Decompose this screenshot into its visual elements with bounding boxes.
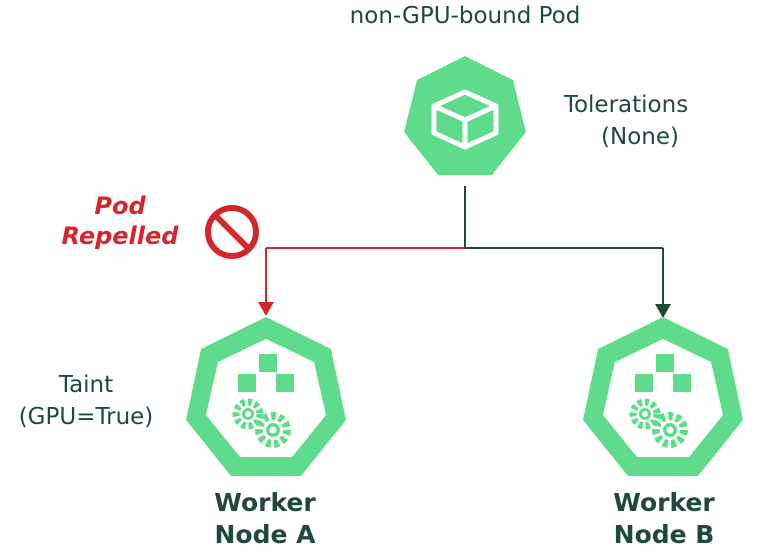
repelled-label-line1: Pod [94, 192, 146, 220]
gears-icon [629, 398, 688, 448]
worker-node-b-icon [583, 317, 743, 476]
repelled-label-line2: Repelled [62, 222, 180, 250]
tolerations-value: (None) [601, 124, 679, 150]
connectors [258, 186, 671, 318]
worker-node-b-label-line2: Node B [614, 520, 715, 549]
pod-title: non-GPU-bound Pod [350, 3, 581, 29]
tolerations-label: Tolerations [563, 92, 688, 118]
worker-node-a-icon [186, 317, 346, 476]
cube-icon [431, 89, 499, 150]
arrow-to-b [655, 304, 671, 318]
taint-label: Taint [58, 372, 113, 398]
taint-value: (GPU=True) [19, 404, 154, 430]
arrow-to-a [258, 302, 274, 316]
worker-node-a-label-line2: Node A [214, 520, 316, 549]
worker-node-a-label-line1: Worker [214, 488, 316, 517]
worker-node-b-label-line1: Worker [613, 488, 715, 517]
containers-icon [635, 354, 691, 392]
pod-heptagon [404, 56, 526, 175]
gears-icon [232, 398, 291, 448]
no-entry-icon [205, 205, 259, 259]
pod-icon [404, 56, 526, 175]
containers-icon [238, 354, 294, 392]
